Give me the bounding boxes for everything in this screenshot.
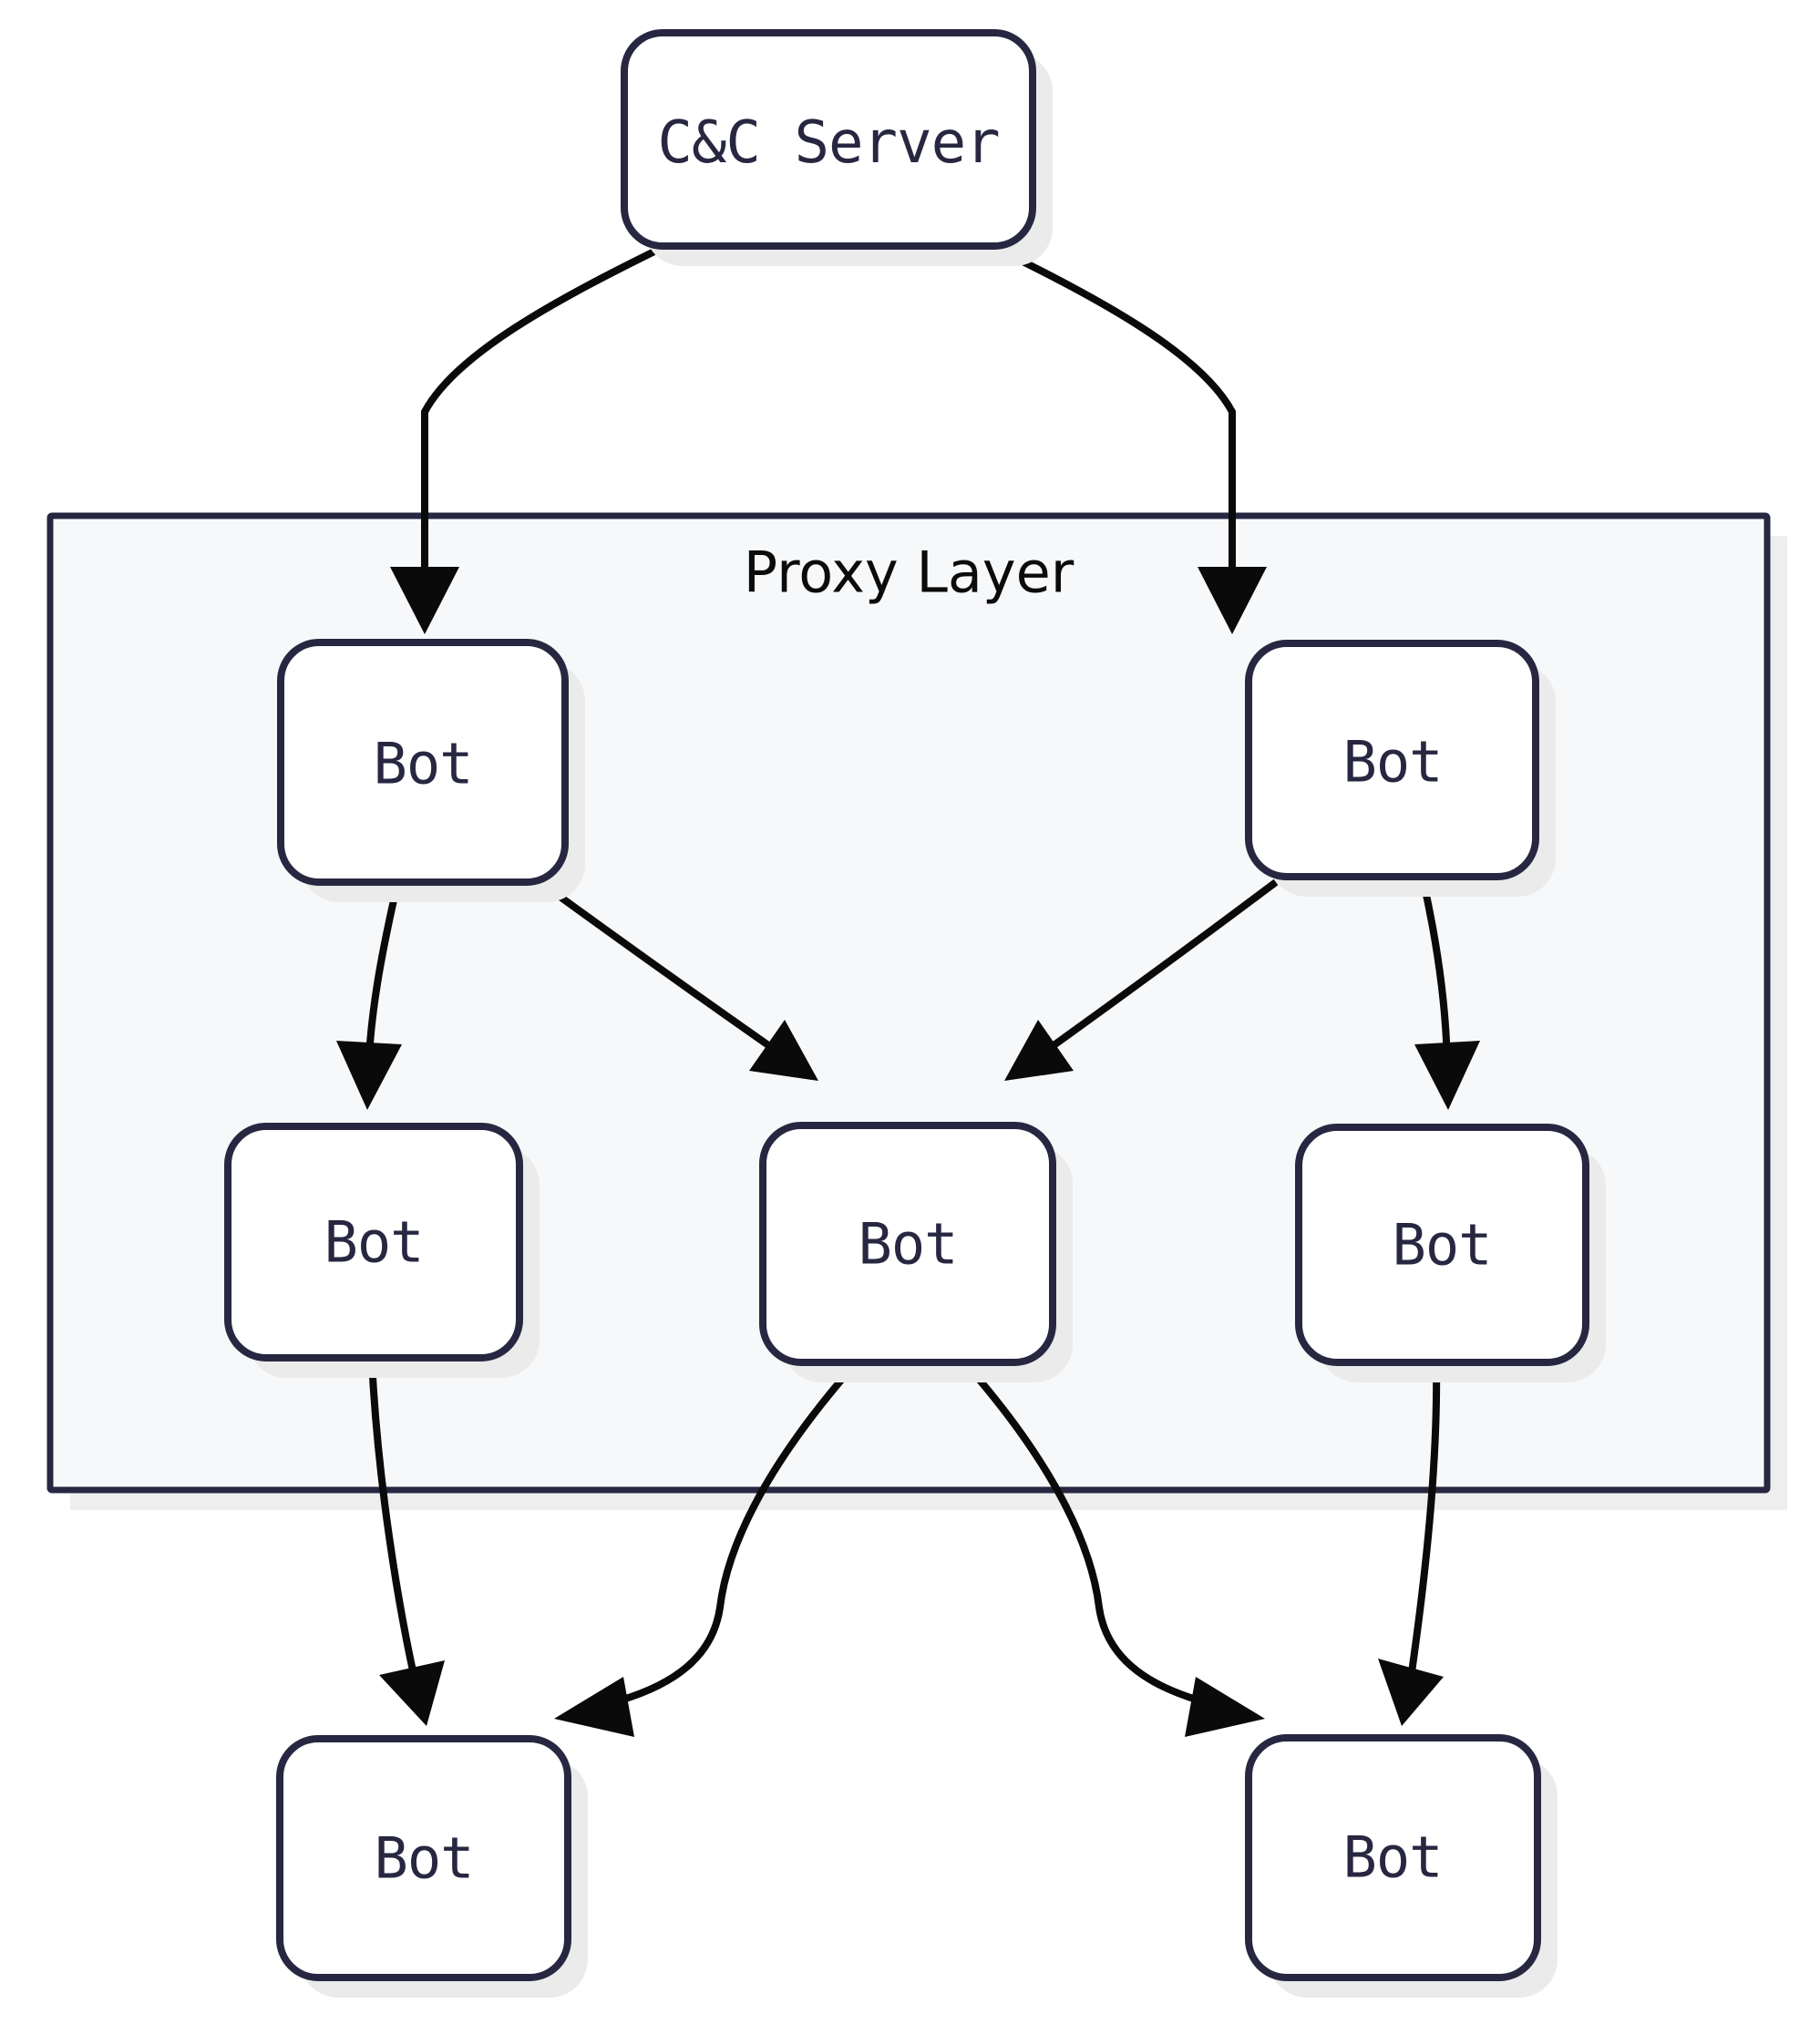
cluster-proxy-layer-label: Proxy Layer xyxy=(744,539,1075,606)
node-bot-mid-right-rect[interactable] xyxy=(1295,1124,1589,1366)
node-bot-bottom-right-rect[interactable] xyxy=(1245,1734,1541,1981)
node-bot-bottom-left-label: Bot xyxy=(375,1825,474,1892)
edge-line xyxy=(962,1361,1201,1704)
edge-line xyxy=(1405,1363,1441,1692)
arrowhead-icon xyxy=(554,1677,634,1737)
edge-line xyxy=(368,1359,421,1692)
node-cc-server-label: C&C Server xyxy=(657,109,999,177)
node-proxy-bot-right-rect[interactable] xyxy=(1245,640,1539,880)
node-proxy-bot-left-rect[interactable] xyxy=(277,639,569,886)
node-bot-mid-left-label: Bot xyxy=(324,1209,424,1276)
node-cc-server-rect[interactable] xyxy=(621,29,1036,250)
edge-bot-mid-right-to-bot-bottom-right xyxy=(1378,1363,1444,1726)
node-bot-mid-right-label: Bot xyxy=(1393,1212,1492,1279)
node-bot-mid-left[interactable]: Bot xyxy=(224,1123,540,1378)
edge-line xyxy=(421,244,663,603)
arrowhead-icon xyxy=(336,1041,402,1110)
node-bot-mid-left-rect[interactable] xyxy=(224,1123,523,1361)
edge-cc-to-proxy-bot-left xyxy=(390,244,663,634)
edge-proxy-left-to-bot-mid-left xyxy=(336,883,402,1110)
node-bot-mid-right[interactable]: Bot xyxy=(1295,1124,1606,1382)
arrowhead-icon xyxy=(1414,1041,1480,1110)
node-proxy-bot-right-label: Bot xyxy=(1343,729,1443,796)
edge-line xyxy=(618,1361,859,1704)
arrowhead-icon xyxy=(749,1020,818,1081)
arrowhead-icon xyxy=(379,1660,445,1726)
node-bot-mid-center[interactable]: Bot xyxy=(759,1122,1073,1382)
node-bot-bottom-left-rect[interactable] xyxy=(276,1735,571,1981)
arrowhead-icon xyxy=(1378,1659,1444,1726)
edge-cc-to-proxy-bot-right xyxy=(993,244,1267,634)
edge-bot-mid-left-to-bot-bottom-left xyxy=(368,1359,445,1726)
edge-bot-mid-center-to-bot-bottom-left xyxy=(554,1361,859,1737)
edge-line xyxy=(1031,878,1279,1063)
node-bot-mid-center-label: Bot xyxy=(859,1211,958,1278)
edge-proxy-right-to-bot-mid-right xyxy=(1414,881,1480,1110)
arrowhead-icon xyxy=(390,567,459,634)
node-cc-server[interactable]: C&C Server xyxy=(621,29,1053,266)
node-proxy-bot-right[interactable]: Bot xyxy=(1245,640,1556,897)
edge-bot-mid-center-to-bot-bottom-right xyxy=(962,1361,1265,1737)
edge-line xyxy=(993,244,1236,603)
node-proxy-bot-left[interactable]: Bot xyxy=(277,639,585,902)
edge-proxy-right-to-bot-mid-center xyxy=(1004,878,1279,1081)
arrowhead-icon xyxy=(1185,1677,1265,1737)
edge-proxy-left-to-bot-mid-center xyxy=(542,882,818,1081)
edge-group xyxy=(336,244,1480,1737)
arrowhead-icon xyxy=(1004,1020,1074,1081)
edge-line xyxy=(542,882,792,1063)
node-bot-bottom-right[interactable]: Bot xyxy=(1245,1734,1558,1998)
node-bot-bottom-left[interactable]: Bot xyxy=(276,1735,588,1998)
node-bot-bottom-right-label: Bot xyxy=(1343,1824,1443,1891)
arrowhead-icon xyxy=(1198,567,1267,634)
node-proxy-bot-left-label: Bot xyxy=(374,731,473,797)
node-bot-mid-center-rect[interactable] xyxy=(759,1122,1056,1366)
